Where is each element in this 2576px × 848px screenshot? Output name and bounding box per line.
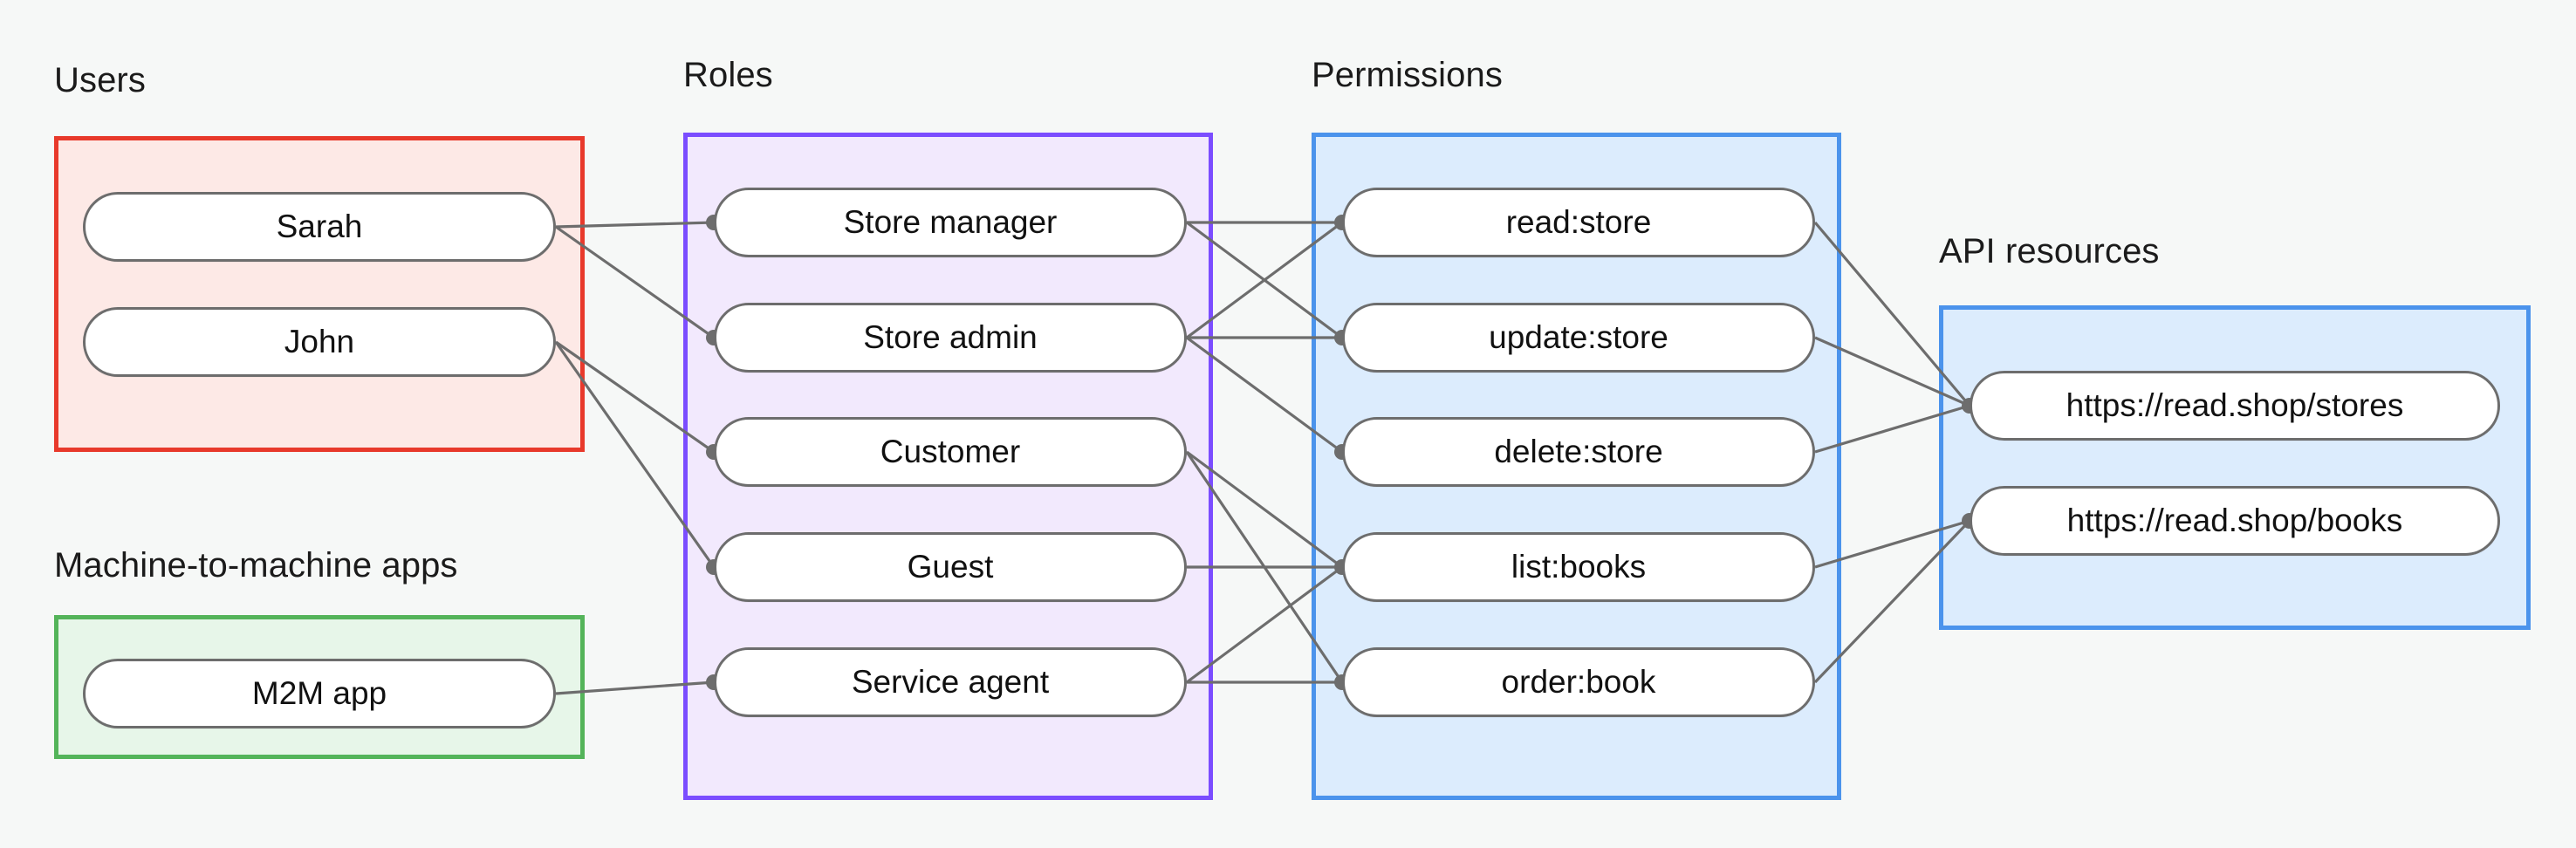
- node-m2m-app[interactable]: M2M app: [83, 659, 556, 728]
- node-store-manager[interactable]: Store manager: [714, 188, 1187, 257]
- node-label: Guest: [907, 549, 994, 585]
- group-label-api: API resources: [1939, 232, 2160, 270]
- group-box-api: [1939, 305, 2531, 630]
- node-label: Store manager: [843, 204, 1058, 240]
- node-delete-store[interactable]: delete:store: [1342, 417, 1815, 487]
- node-label: delete:store: [1494, 434, 1663, 469]
- node-label: Sarah: [276, 209, 363, 244]
- group-label-users: Users: [54, 61, 146, 99]
- node-customer[interactable]: Customer: [714, 417, 1187, 487]
- node-res-books[interactable]: https://read.shop/books: [1970, 486, 2500, 556]
- node-label: update:store: [1489, 319, 1668, 355]
- node-label: read:store: [1505, 204, 1652, 240]
- node-list-books[interactable]: list:books: [1342, 532, 1815, 602]
- node-res-stores[interactable]: https://read.shop/stores: [1970, 371, 2500, 441]
- node-service-agent[interactable]: Service agent: [714, 647, 1187, 717]
- node-sarah[interactable]: Sarah: [83, 192, 556, 262]
- group-label-m2m: Machine-to-machine apps: [54, 546, 458, 585]
- group-label-permissions: Permissions: [1312, 56, 1503, 94]
- group-box-users: [54, 136, 585, 452]
- node-label: Store admin: [863, 319, 1038, 355]
- group-label-roles: Roles: [683, 56, 773, 94]
- node-update-store[interactable]: update:store: [1342, 303, 1815, 373]
- node-label: John: [284, 324, 355, 359]
- node-label: https://read.shop/books: [2066, 503, 2403, 538]
- node-label: Service agent: [851, 664, 1050, 700]
- node-label: list:books: [1511, 549, 1647, 585]
- node-label: order:book: [1501, 664, 1656, 700]
- node-john[interactable]: John: [83, 307, 556, 377]
- node-read-store[interactable]: read:store: [1342, 188, 1815, 257]
- node-label: https://read.shop/stores: [2066, 387, 2404, 423]
- node-guest[interactable]: Guest: [714, 532, 1187, 602]
- node-order-book[interactable]: order:book: [1342, 647, 1815, 717]
- node-label: Customer: [880, 434, 1021, 469]
- node-label: M2M app: [251, 675, 387, 711]
- node-store-admin[interactable]: Store admin: [714, 303, 1187, 373]
